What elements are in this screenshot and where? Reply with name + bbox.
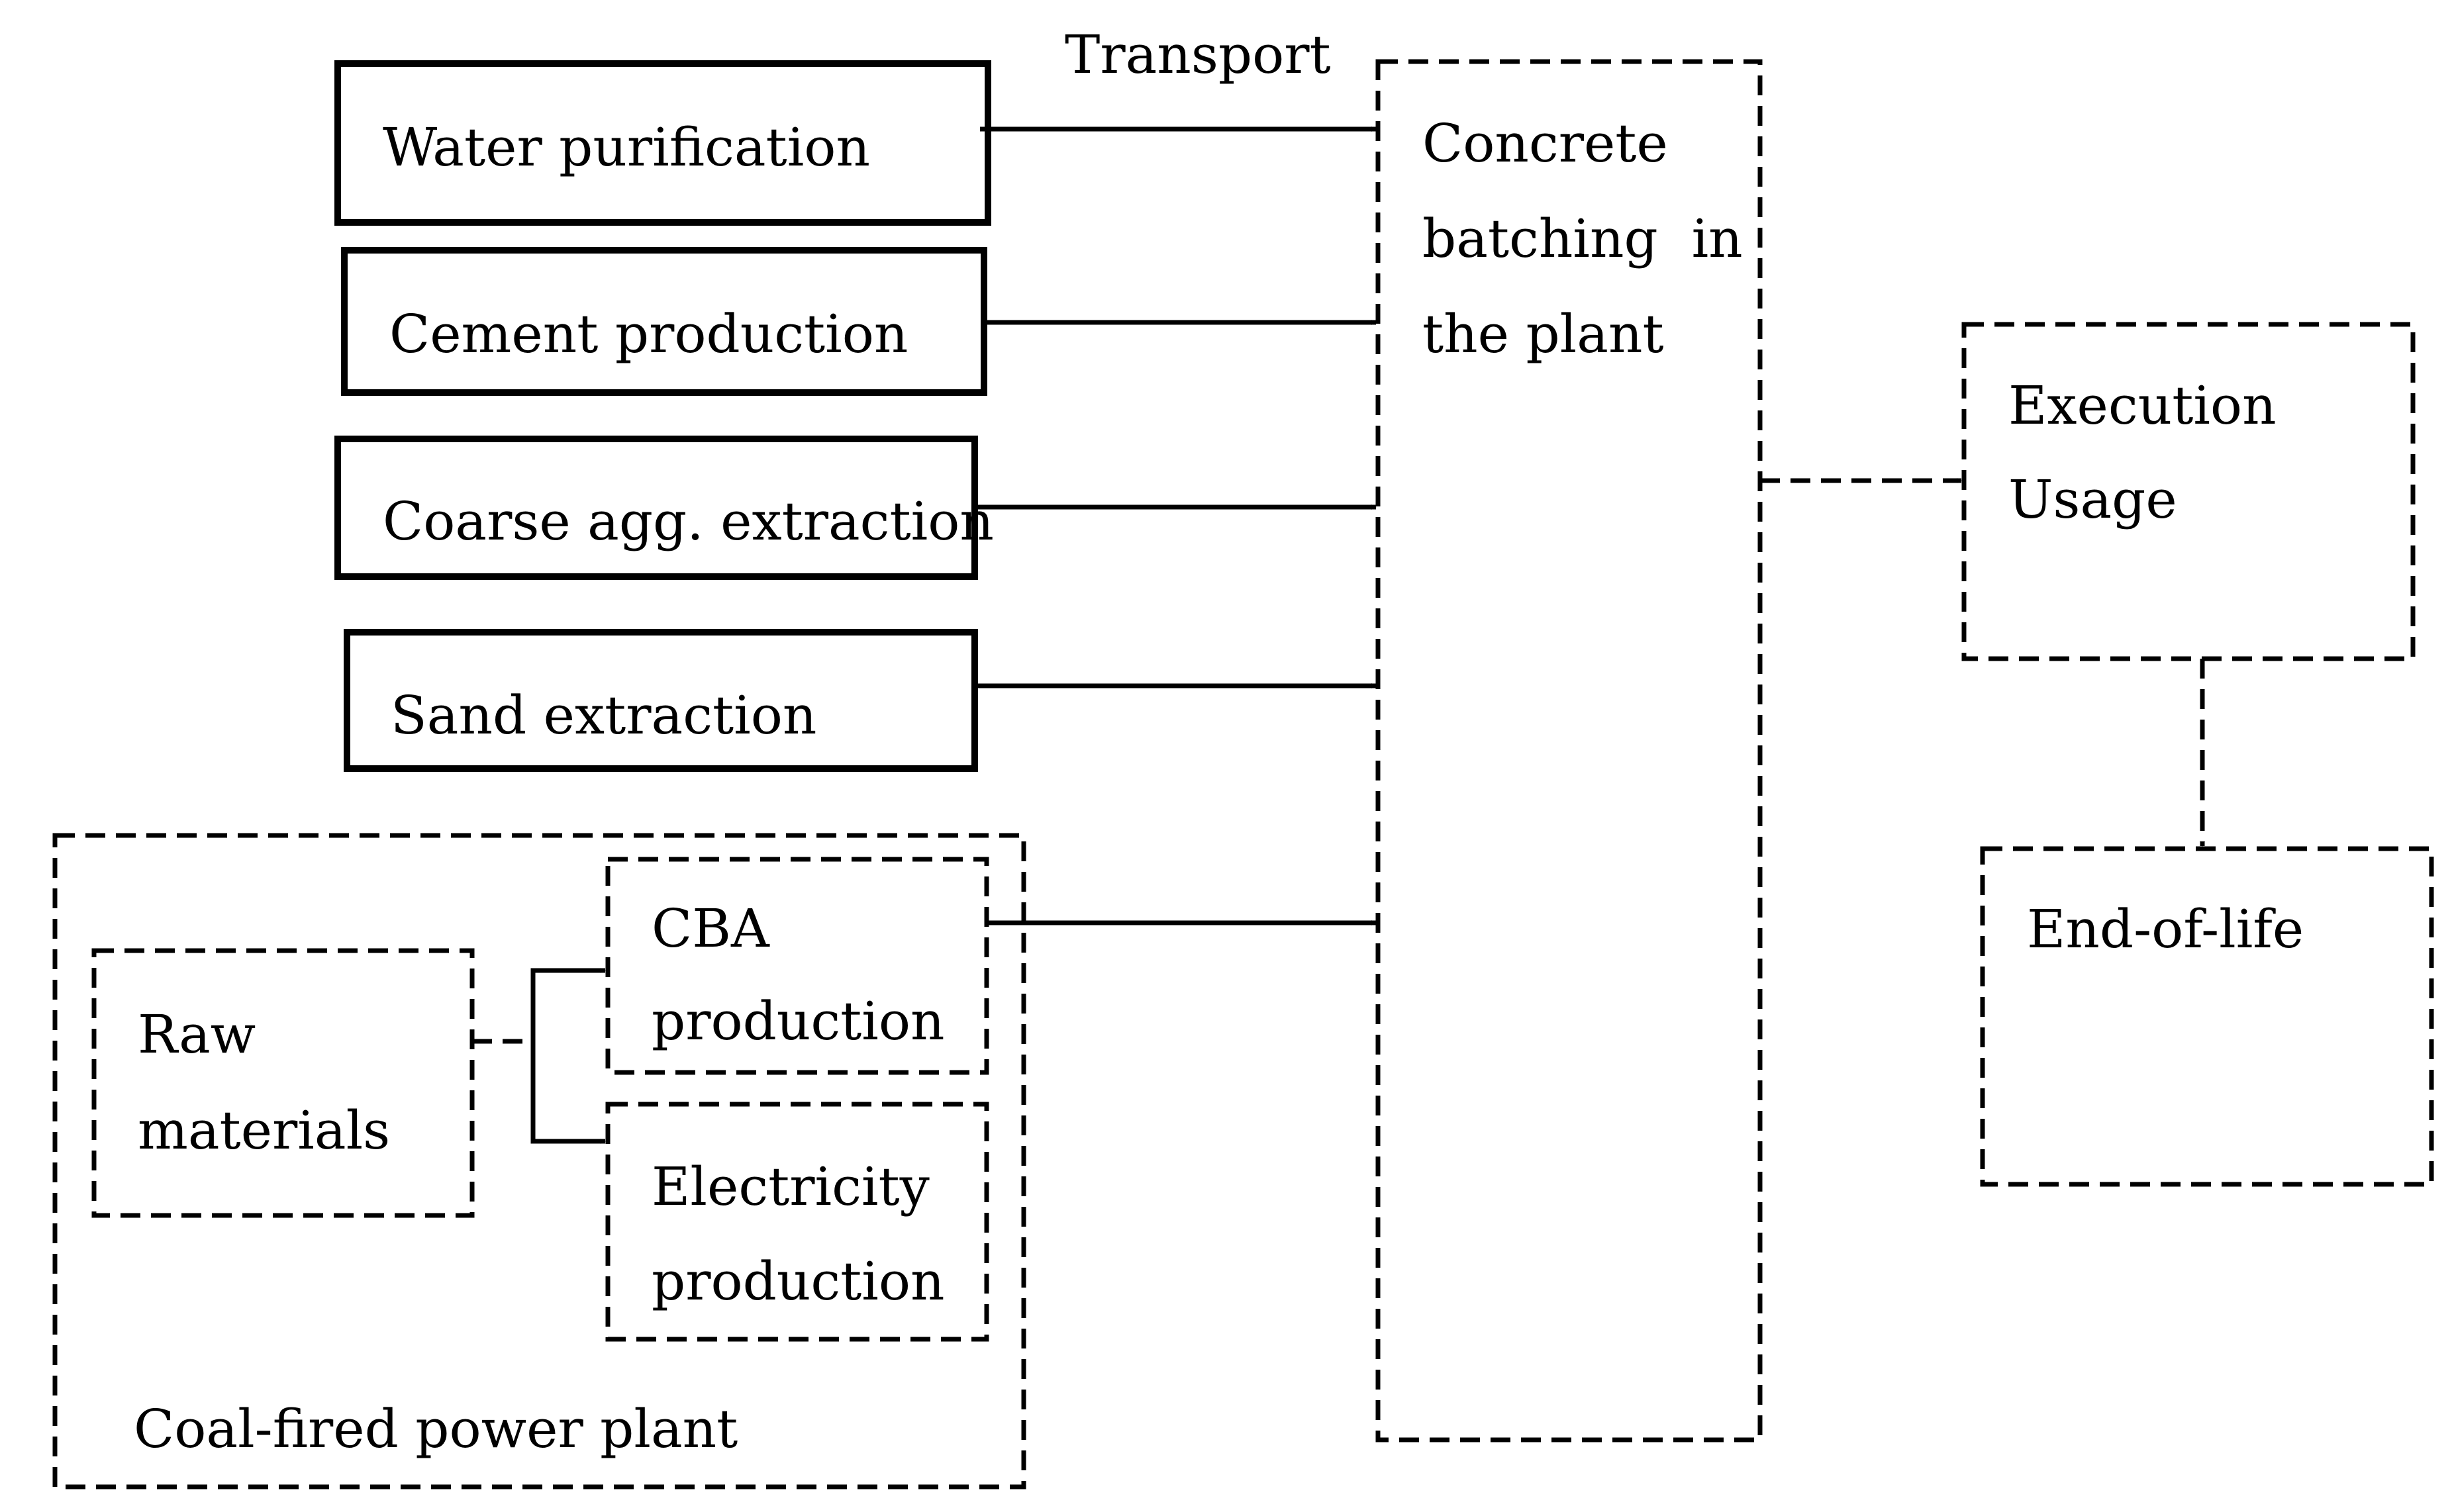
execution-usage-box: Execution Usage: [1961, 322, 2416, 661]
concrete-batching-label-line1: Concrete: [1422, 113, 1668, 174]
electricity-production-label-line1: Electricity: [652, 1156, 930, 1217]
cba-production-label-line2: production: [652, 990, 945, 1052]
concrete-batching-label-line2: batching in: [1422, 208, 1743, 269]
arrow-raw-to-electricity: [530, 1041, 606, 1144]
end-of-life-box: End-of-life: [1980, 846, 2434, 1187]
raw-materials-box: Raw materials: [91, 948, 475, 1218]
cement-production-label: Cement production: [389, 303, 908, 365]
execution-label: Execution: [2008, 375, 2277, 436]
cement-production-box: Cement production: [341, 247, 987, 396]
raw-materials-label-line1: Raw: [138, 1004, 256, 1065]
water-purification-label: Water purification: [383, 117, 870, 178]
usage-label: Usage: [2008, 469, 2177, 530]
sand-extraction-label: Sand extraction: [391, 685, 816, 746]
end-of-life-label: End-of-life: [2027, 898, 2304, 960]
coal-fired-power-plant-box: Coal-fired power plant: [52, 833, 1026, 1489]
coarse-agg-extraction-label: Coarse agg. extraction: [383, 491, 994, 552]
water-purification-box: Water purification: [334, 60, 991, 226]
concrete-batching-label-line3: the plant: [1422, 303, 1664, 365]
electricity-production-label-line2: production: [652, 1251, 945, 1312]
concrete-batching-box: Concrete batching in the plant: [1375, 59, 1763, 1442]
arrow-raw-to-cba: [530, 968, 606, 1041]
electricity-production-box: Electricity production: [605, 1102, 989, 1342]
sand-extraction-box: Sand extraction: [344, 629, 978, 772]
transport-label: Transport: [1065, 24, 1331, 85]
cba-production-label-line1: CBA: [652, 898, 770, 959]
coal-fired-power-plant-label: Coal-fired power plant: [134, 1398, 738, 1460]
raw-materials-label-line2: materials: [138, 1100, 390, 1161]
cba-production-box: CBA production: [605, 857, 989, 1075]
coarse-agg-extraction-box: Coarse agg. extraction: [334, 436, 994, 580]
